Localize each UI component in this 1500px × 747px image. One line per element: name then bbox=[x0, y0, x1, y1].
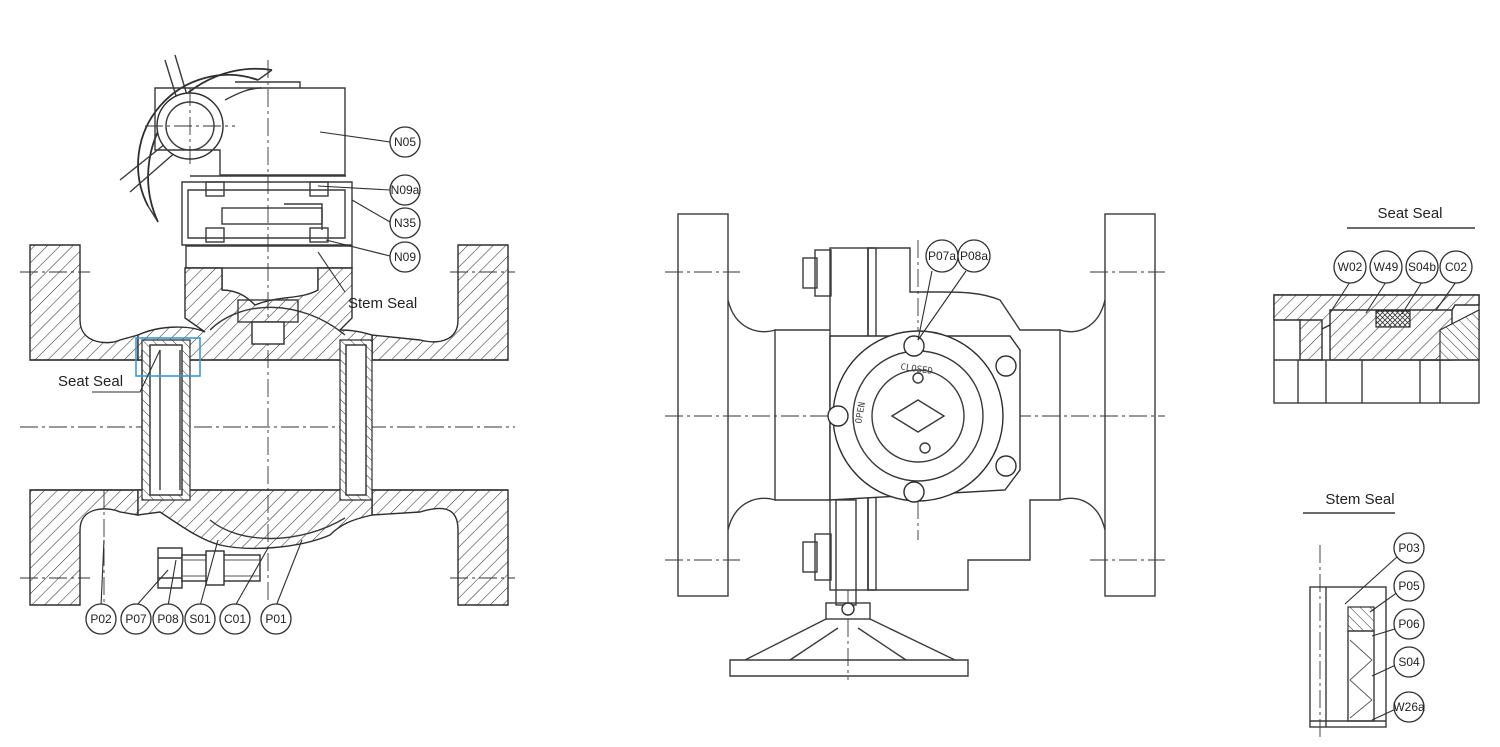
right-seat bbox=[339, 339, 373, 501]
dial-closed-label: CLOSED bbox=[900, 363, 934, 377]
balloon-N09a: N09a bbox=[389, 174, 421, 206]
dial-open-label: OPEN bbox=[854, 401, 868, 424]
balloon-P01: P01 bbox=[260, 603, 292, 635]
balloon-N09: N09 bbox=[389, 241, 421, 273]
svg-text:C02: C02 bbox=[1445, 260, 1467, 274]
balloon-P07: P07 bbox=[120, 603, 152, 635]
right-flange-bottom bbox=[371, 489, 509, 606]
section-view: Stem Seal Seat Seal N05 N09a N35 N09 P02… bbox=[20, 54, 515, 635]
balloon-P07a: P07a bbox=[925, 239, 959, 273]
balloon-W02: W02 bbox=[1333, 250, 1367, 284]
svg-text:N09a: N09a bbox=[391, 183, 420, 197]
front-handwheel bbox=[729, 499, 969, 677]
seat-seal-title: Seat Seal bbox=[1377, 205, 1442, 222]
stem-seal-callout: Stem Seal bbox=[348, 295, 417, 312]
balloon-P03: P03 bbox=[1393, 532, 1425, 564]
balloon-C01: C01 bbox=[219, 603, 251, 635]
svg-text:P08a: P08a bbox=[960, 249, 988, 263]
svg-text:P07: P07 bbox=[125, 612, 147, 626]
section-leaders bbox=[92, 131, 391, 607]
balloon-P05: P05 bbox=[1393, 570, 1425, 602]
body-top bbox=[137, 267, 373, 361]
balloon-S04: S04 bbox=[1393, 646, 1425, 678]
stem-seal-title: Stem Seal bbox=[1325, 491, 1394, 508]
body-bottom bbox=[137, 489, 373, 550]
svg-text:S01: S01 bbox=[189, 612, 211, 626]
svg-text:N05: N05 bbox=[394, 135, 416, 149]
svg-text:P07a: P07a bbox=[928, 249, 956, 263]
seat-seal-detail-box bbox=[135, 337, 201, 377]
svg-text:P01: P01 bbox=[265, 612, 287, 626]
svg-text:W26a: W26a bbox=[1393, 700, 1425, 714]
left-flange bbox=[29, 244, 139, 361]
svg-text:P06: P06 bbox=[1398, 617, 1420, 631]
front-view: CLOSED OPEN P07a P08a bbox=[665, 213, 1165, 680]
balloon-W49: W49 bbox=[1369, 250, 1403, 284]
svg-text:W49: W49 bbox=[1374, 260, 1399, 274]
balloon-C02: C02 bbox=[1439, 250, 1473, 284]
svg-text:S04b: S04b bbox=[1408, 260, 1436, 274]
balloon-P08a: P08a bbox=[957, 239, 991, 273]
svg-text:P08: P08 bbox=[157, 612, 179, 626]
svg-text:N09: N09 bbox=[394, 250, 416, 264]
balloon-N35: N35 bbox=[389, 207, 421, 239]
front-right-flange bbox=[1104, 213, 1156, 597]
balloon-P06: P06 bbox=[1393, 608, 1425, 640]
left-flange-bottom bbox=[29, 489, 139, 606]
balloon-S04b: S04b bbox=[1405, 250, 1439, 284]
svg-text:P05: P05 bbox=[1398, 579, 1420, 593]
front-body bbox=[727, 299, 776, 531]
balloon-P02: P02 bbox=[85, 603, 117, 635]
balloon-W26a: W26a bbox=[1393, 691, 1425, 723]
front-left-flange bbox=[677, 213, 729, 597]
balloon-S01: S01 bbox=[184, 603, 216, 635]
balloon-N05: N05 bbox=[389, 126, 421, 158]
svg-text:N35: N35 bbox=[394, 216, 416, 230]
svg-text:C01: C01 bbox=[224, 612, 246, 626]
ball bbox=[209, 306, 346, 540]
left-seat bbox=[141, 339, 191, 501]
body-bolt bbox=[157, 547, 261, 589]
svg-text:W02: W02 bbox=[1338, 260, 1363, 274]
seat-seal-detail: Seat Seal W02 W49 S04b C02 bbox=[1273, 205, 1480, 404]
svg-text:P03: P03 bbox=[1398, 541, 1420, 555]
seat-seal-callout: Seat Seal bbox=[58, 373, 123, 390]
svg-text:S04: S04 bbox=[1398, 655, 1420, 669]
balloon-P08: P08 bbox=[152, 603, 184, 635]
gear-handwheel bbox=[119, 54, 273, 223]
stem-seal-detail: Stem Seal P03 P05 P06 S04 W26a bbox=[1303, 491, 1425, 740]
svg-text:P02: P02 bbox=[90, 612, 112, 626]
